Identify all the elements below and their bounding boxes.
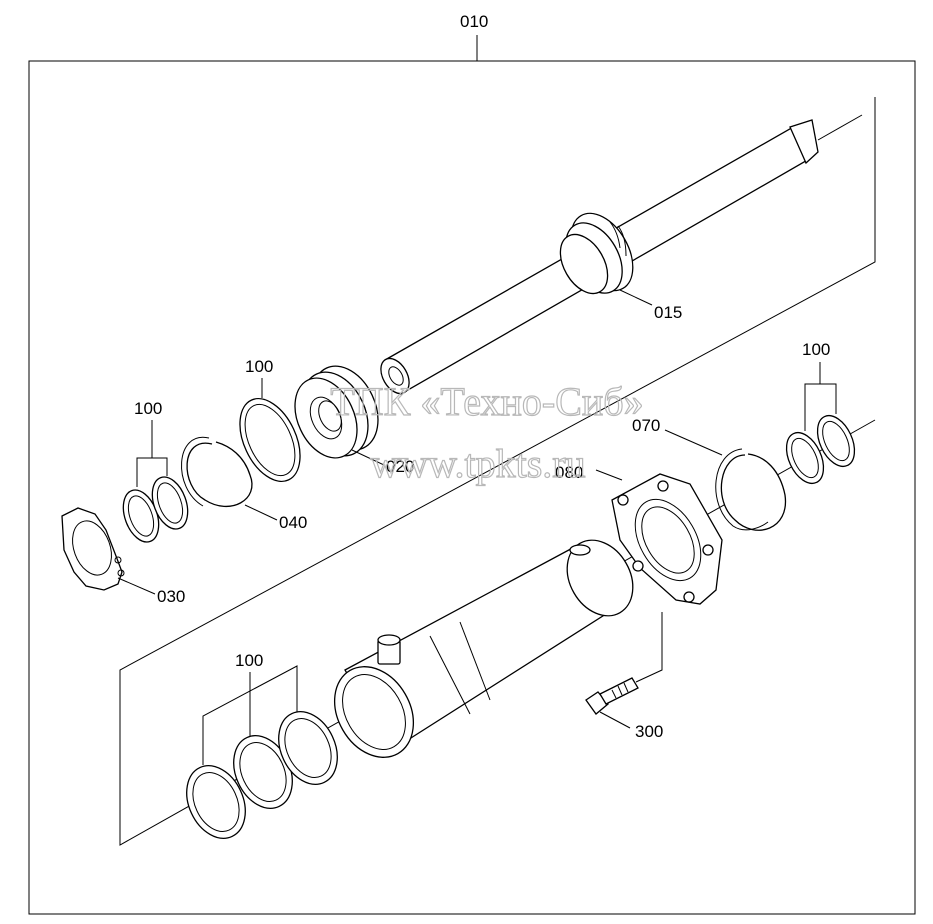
- leader-080: [595, 469, 623, 481]
- callout-080: 080: [555, 463, 583, 482]
- piston: [294, 365, 379, 459]
- leader-040: [244, 504, 278, 521]
- callout-300: 300: [635, 722, 663, 741]
- seal-set-bottom: [186, 711, 338, 839]
- callout-070: 070: [632, 416, 660, 435]
- callout-100-d: 100: [235, 651, 263, 670]
- flange-080: [611, 473, 723, 605]
- seal-ring-piston: [239, 397, 301, 483]
- diagram-frame: [28, 60, 916, 915]
- leader-300: [599, 711, 631, 729]
- split-ring-040: [181, 436, 253, 508]
- cylinder-tube: [334, 539, 634, 758]
- callout-040: 040: [279, 513, 307, 532]
- leader-300-flange: [635, 612, 663, 683]
- leader-030: [117, 577, 156, 595]
- leader-020: [351, 449, 385, 466]
- callout-030: 030: [157, 587, 185, 606]
- callout-020: 020: [386, 457, 414, 476]
- watermark-line1: ТПК «Техно-Сиб»: [330, 379, 643, 424]
- seal-pair-right: [785, 414, 856, 485]
- seal-pair-left: [122, 476, 189, 543]
- split-ring-070: [715, 448, 787, 531]
- callout-100-b: 100: [134, 399, 162, 418]
- callout-010: 010: [460, 12, 488, 31]
- leader-070: [664, 429, 723, 456]
- bolt-300: [585, 677, 639, 715]
- watermark-line2: www.tpkts.ru: [370, 441, 585, 486]
- callout-100-c: 100: [802, 340, 830, 359]
- piston-rod: [380, 114, 863, 395]
- callout-015: 015: [654, 303, 682, 322]
- callout-100-a: 100: [245, 357, 273, 376]
- leader-015: [619, 289, 653, 306]
- lock-nut-030: [61, 507, 125, 591]
